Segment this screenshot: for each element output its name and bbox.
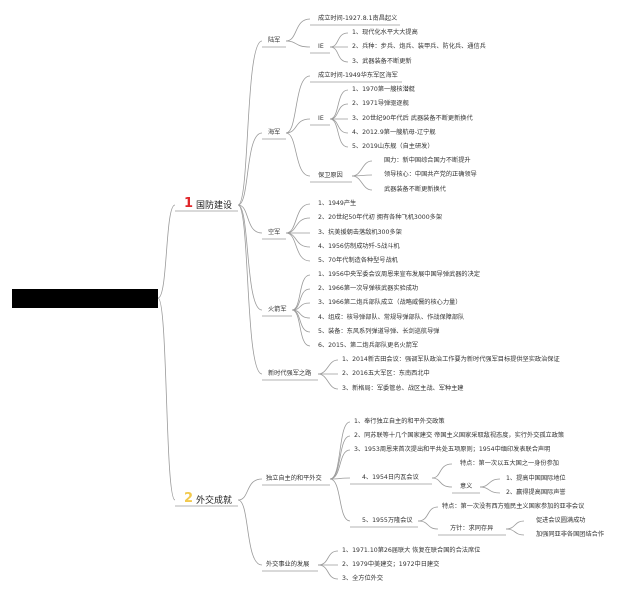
group-title-diplomacy-development: 外交事业的发展	[266, 561, 310, 568]
leaf-text: 3、新格局：军委管总、战区主战、军种主建	[342, 385, 464, 392]
leaf-text: 3、1953周恩来首次提出和平共处五项原则；1954中缅印发表联合声明	[354, 446, 551, 453]
leaf-text: 2、20世纪50年代初 拥有各种飞机3000多架	[318, 214, 443, 221]
group-title-new-era: 新时代强军之路	[268, 370, 312, 377]
subgroup-title: 保卫原因	[318, 172, 343, 179]
branch-title-defense: 国防建设	[196, 201, 233, 211]
leaf-text: 6、2015、第二炮兵部队更名火箭军	[318, 342, 419, 349]
group-title-independent-diplomacy: 独立自主的和平外交	[266, 475, 322, 482]
leaf-text: 2、同苏联等十几个国家建交 帝国主义国家采取敌视态度，实行外交孤立政策	[354, 432, 565, 439]
branch-number-badge: 2	[184, 491, 194, 506]
subgroup-title: 意义	[460, 483, 473, 490]
leaf-text: 领导核心：中国共产党的正确领导	[384, 171, 477, 178]
leaf-text: 1、1949产生	[318, 200, 357, 207]
leaf-text: 2、1971导弹驱逐舰	[352, 100, 409, 107]
leaf-text: 3、1966第二炮兵部队成立（战略威慑的核心力量）	[318, 299, 462, 306]
leaf-text: 国力：新中国综合国力不断提升	[384, 157, 471, 164]
leaf-text: 5、70年代制造各种型号战机	[318, 257, 398, 264]
leaf-text: 3、抗美援朝击落敌机300多架	[318, 229, 402, 236]
leaf-text: 成立时间-1949华东军区海军	[318, 72, 398, 79]
leaf-text: 3、武器装备不断更新	[352, 58, 412, 65]
leaf-text: 加强同亚非各国团结合作	[536, 531, 605, 538]
leaf-text: 2、1966第一次导弹核武器实验成功	[318, 285, 419, 292]
subgroup-title: 4、1954日内瓦会议	[362, 474, 419, 481]
leaf-text: 3、全方位外交	[342, 575, 384, 582]
leaf-text: 4、2012.9第一艘航母-辽宁舰	[352, 129, 436, 136]
leaf-text: 1、现代化水平大大提高	[352, 29, 418, 36]
leaf-text: 1、奉行独立自主的和平外交政策	[354, 418, 445, 425]
leaf-text: 2、赢得提高国际声誉	[506, 489, 566, 496]
leaf-text: 2、2016五大军区：东南西北中	[342, 370, 430, 377]
group-title-airforce: 空军	[268, 229, 281, 236]
leaf-text: 特点：第一次没有西方殖民主义国家参加的亚非会议	[442, 503, 585, 510]
leaf-text: 特点：第一次以五大国之一身份参加	[460, 460, 559, 467]
leaf-text: 2、1979中美建交；1972中日建交	[342, 561, 440, 568]
group-title-navy: 海军	[268, 129, 281, 136]
group-title-rocketforce: 火箭军	[268, 306, 287, 313]
subgroup-title: IE	[318, 115, 324, 122]
leaf-text: 1、提高中国国际地位	[506, 475, 566, 482]
subgroup-title: IE	[318, 43, 324, 50]
leaf-text: 2、兵种：步兵、炮兵、装甲兵、防化兵、通信兵	[352, 43, 486, 50]
leaf-text: 4、1956仿制成功歼-5战斗机	[318, 243, 400, 250]
leaf-text: 促进会议圆满成功	[536, 517, 586, 524]
branch-title-diplomacy: 外交成就	[196, 496, 233, 506]
leaf-text: 武器装备不断更新换代	[384, 186, 446, 193]
leaf-text: 4、组成：核导弹部队、常规导弹部队、作战保障部队	[318, 314, 465, 321]
leaf-text: 成立时间-1927.8.1南昌起义	[318, 15, 398, 22]
leaf-text: 3、20世纪90年代后 武器装备不断更新换代	[352, 115, 473, 122]
leaf-text: 1、2014新古田会议：强调军队政治工作要为新时代强军目标提供坚实政治保证	[342, 356, 560, 363]
leaf-text: 5、2019山东舰（自主研发）	[352, 143, 434, 150]
branch-number-badge: 1	[184, 196, 194, 211]
subgroup-title: 方针：求同存异	[450, 525, 494, 532]
subgroup-title: 5、1955万隆会议	[362, 517, 413, 524]
root-node	[12, 289, 158, 308]
leaf-text: 5、装备：东风系列弹道导弹、长剑巡航导弹	[318, 328, 440, 335]
group-title-army: 陆军	[268, 37, 281, 44]
leaf-text: 1、1956中央军委会议周恩来宣布发展中国导弹武器的决定	[318, 271, 480, 278]
leaf-text: 1、1971.10第26届联大 恢复在联合国的合法席位	[342, 547, 481, 554]
leaf-text: 1、1970第一艘核潜艇	[352, 86, 415, 93]
